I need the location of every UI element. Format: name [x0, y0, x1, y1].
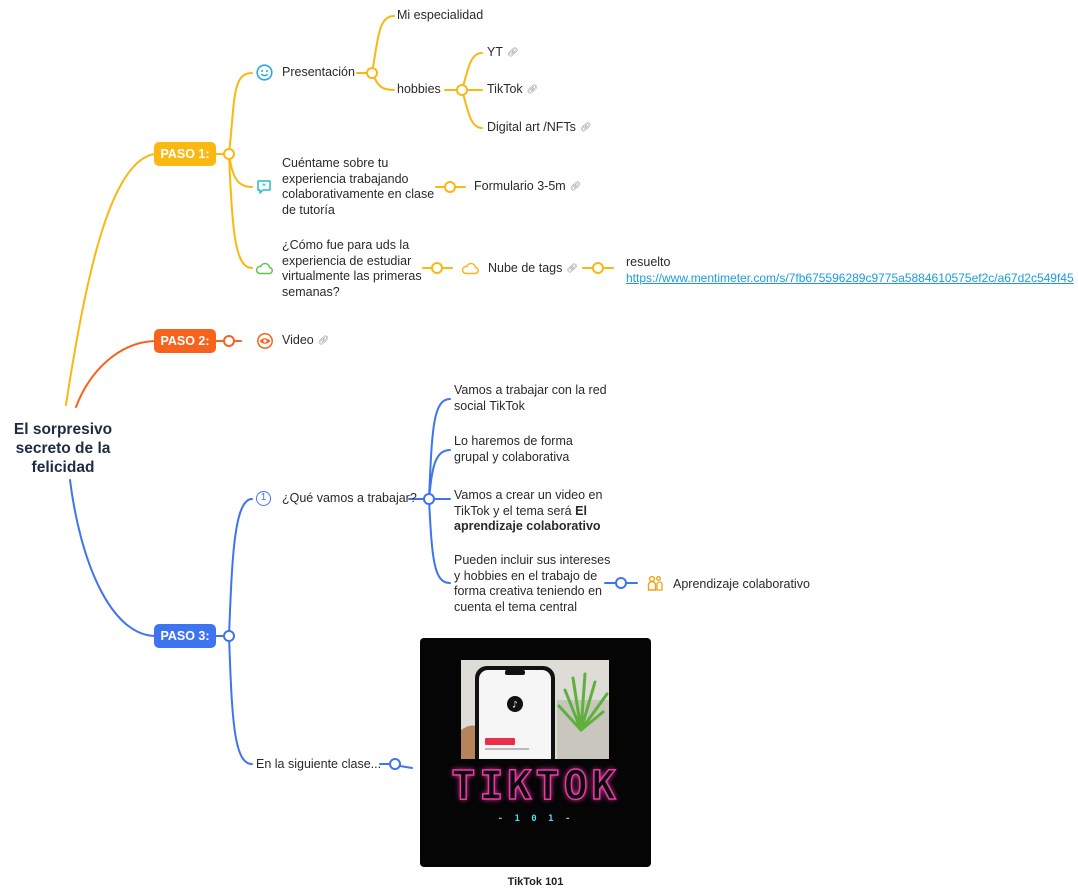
tiktok-title-text: TIKTOK: [451, 762, 620, 810]
hobbies-topic[interactable]: hobbies: [397, 82, 441, 96]
tiktok-101-image[interactable]: ♪ TIKTOK - 1 0 1 -: [420, 638, 651, 867]
link-icon[interactable]: 🔗︎: [526, 84, 539, 94]
como-fue-line: virtualmente las primeras: [282, 269, 422, 283]
formulario-topic[interactable]: Formulario 3-5m🔗︎: [474, 179, 581, 195]
nube-tags-topic[interactable]: Nube de tags🔗︎: [488, 261, 578, 277]
item-line: y hobbies en el trabajo de: [454, 568, 598, 583]
hobby-yt-label: YT: [487, 45, 503, 60]
link-icon[interactable]: 🔗︎: [566, 263, 578, 273]
siguiente-clase-topic[interactable]: En la siguiente clase...: [256, 757, 382, 771]
link-icon[interactable]: 🔗︎: [569, 181, 582, 191]
como-fue-topic[interactable]: ¿Cómo fue para uds la experiencia de est…: [282, 238, 422, 300]
eye-icon: [257, 333, 273, 349]
item-bold-text: El: [575, 503, 587, 518]
aprendizaje-topic[interactable]: Aprendizaje colaborativo: [673, 577, 810, 591]
cloud-icon: [255, 262, 273, 275]
mentimeter-link[interactable]: https://www.mentimeter.com/s/7fb67559628…: [626, 270, 1074, 285]
presentacion-topic[interactable]: Presentación: [282, 65, 355, 79]
item-line: forma creativa teniendo en: [454, 584, 603, 598]
item-bold-text: aprendizaje colaborativo: [454, 519, 601, 533]
nube-tags-label: Nube de tags: [488, 261, 563, 276]
root-topic[interactable]: El sorpresivo secreto de la felicidad: [13, 421, 113, 476]
item-line: social TikTok: [454, 398, 525, 413]
paso-1-topic[interactable]: PASO 1:: [154, 142, 216, 166]
experiencia-line: de tutoría: [282, 202, 335, 217]
hobby-digital-art-topic[interactable]: Digital art /NFTs🔗︎: [487, 120, 591, 136]
item-line: grupal y colaborativa: [454, 449, 570, 464]
link-icon[interactable]: 🔗︎: [317, 335, 330, 345]
cloud-icon: [461, 262, 479, 275]
resuelto-label: resuelto: [626, 255, 671, 269]
item-line: TikTok y el tema será El: [454, 504, 602, 520]
paso-3-topic[interactable]: PASO 3:: [154, 624, 216, 648]
svg-text:♪: ♪: [512, 701, 518, 711]
que-vamos-topic[interactable]: ¿Qué vamos a trabajar?: [282, 491, 417, 505]
experiencia-line: experiencia trabajando: [282, 171, 409, 186]
hobby-digital-art-label: Digital art /NFTs: [487, 120, 576, 135]
video-label: Video: [282, 333, 314, 348]
item-line: Vamos a trabajar con la red: [454, 383, 607, 397]
tiktok-subtitle-text: - 1 0 1 -: [497, 814, 574, 824]
group-people-icon: [647, 575, 663, 591]
experiencia-line: colaborativamente en clase: [282, 187, 435, 201]
item-intereses-topic[interactable]: Pueden incluir sus intereses y hobbies e…: [454, 553, 610, 615]
experiencia-topic[interactable]: Cuéntame sobre tu experiencia trabajando…: [282, 156, 434, 218]
link-icon[interactable]: 🔗︎: [579, 122, 592, 132]
link-icon[interactable]: 🔗︎: [506, 47, 519, 57]
hobby-tiktok-label: TikTok: [487, 82, 523, 97]
phone-photo: ♪: [461, 660, 609, 759]
svg-text:“: “: [262, 183, 267, 191]
item-red-social-topic[interactable]: Vamos a trabajar con la red social TikTo…: [454, 383, 607, 414]
number-one-circle-icon: 1: [256, 491, 271, 506]
item-grupal-topic[interactable]: Lo haremos de forma grupal y colaborativ…: [454, 434, 573, 465]
tiktok-image-caption: TikTok 101: [507, 876, 564, 888]
item-line: Vamos a crear un video en: [454, 488, 603, 502]
quote-bubble-icon: “: [257, 180, 271, 194]
item-text: TikTok y el tema será: [454, 503, 576, 518]
item-line: Pueden incluir sus intereses: [454, 553, 611, 567]
hobby-tiktok-topic[interactable]: TikTok🔗︎: [487, 82, 538, 98]
resuelto-topic[interactable]: resuelto https://www.mentimeter.com/s/7f…: [626, 255, 1074, 286]
phone-illustration: ♪: [461, 660, 609, 759]
formulario-label: Formulario 3-5m: [474, 179, 566, 194]
como-fue-line: experiencia de estudiar: [282, 253, 412, 268]
experiencia-line: Cuéntame sobre tu: [282, 156, 389, 170]
item-line: cuenta el tema central: [454, 599, 577, 614]
video-topic[interactable]: Video🔗︎: [282, 333, 329, 349]
item-line: Lo haremos de forma: [454, 434, 573, 448]
hobby-yt-topic[interactable]: YT🔗︎: [487, 45, 518, 61]
item-crear-video-topic[interactable]: Vamos a crear un video en TikTok y el te…: [454, 488, 602, 535]
smiley-face-icon: [256, 64, 273, 81]
como-fue-line: ¿Cómo fue para uds la: [282, 238, 410, 252]
paso-2-topic[interactable]: PASO 2:: [154, 329, 216, 353]
especialidad-topic[interactable]: Mi especialidad: [397, 8, 484, 22]
como-fue-line: semanas?: [282, 284, 340, 299]
